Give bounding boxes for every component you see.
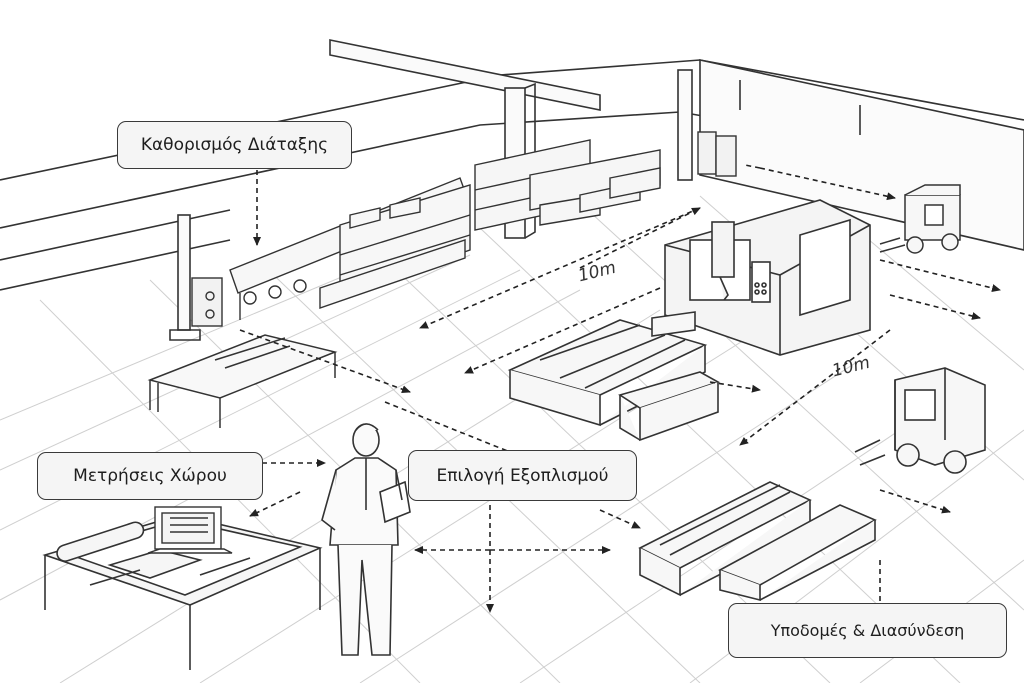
equipment-selection-label: Επιλογή Εξοπλισμού [408, 450, 637, 501]
blueprint-table-icon [42, 514, 323, 670]
electrical-cabinet-icon [191, 131, 737, 327]
laptop-icon [147, 506, 233, 554]
infrastructure-connection-label: Υποδομές & Διασύνδεση [728, 603, 1007, 658]
drafting-table [147, 334, 338, 428]
dimension-arrows [239, 164, 1001, 613]
storage-rack-icon [474, 139, 661, 231]
forklift-icon [879, 184, 961, 254]
workbench-rack [229, 177, 471, 320]
work-table-icon [507, 311, 720, 442]
engineer-figure-icon [321, 423, 411, 656]
space-measurements-label: Μετρήσεις Χώρου [37, 452, 263, 500]
forklift-icon [854, 367, 986, 474]
conveyor-icon [638, 481, 877, 602]
layout-definition-label: Καθορισμός Διάταξης [117, 121, 352, 169]
cnc-machine-icon [664, 199, 871, 356]
